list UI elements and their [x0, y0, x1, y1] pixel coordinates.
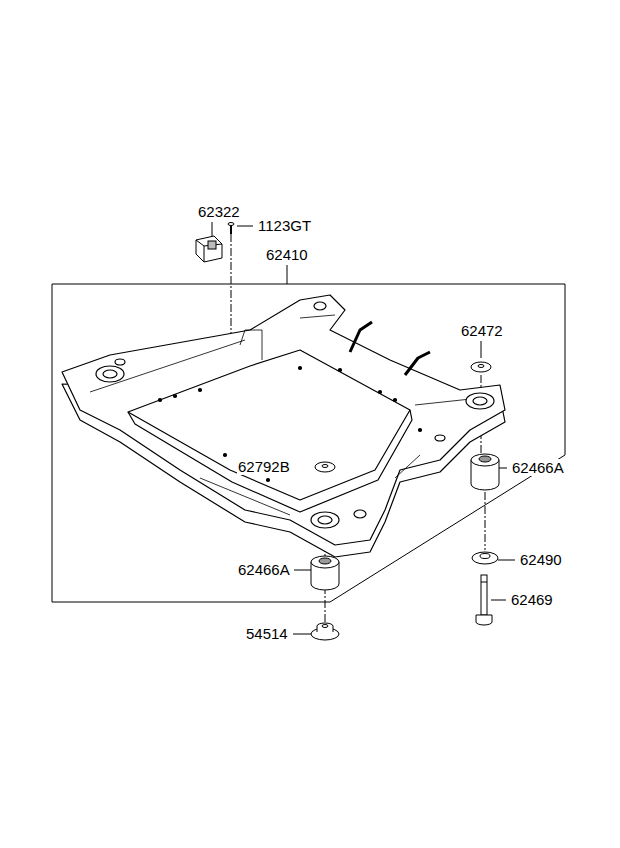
callout-number: 62490 — [519, 551, 563, 568]
callout-number: 54514 — [245, 625, 289, 642]
mount-parts — [311, 362, 499, 640]
callout-number: 62792B — [237, 458, 291, 475]
subframe — [62, 295, 505, 557]
callout-number: 62469 — [510, 591, 554, 608]
callout-number: 62322 — [197, 203, 241, 220]
callout-number: 62466A — [237, 561, 291, 578]
callout-number: 62466A — [511, 459, 565, 476]
bracket-part — [196, 223, 234, 263]
callout-number: 62410 — [265, 246, 309, 263]
callout-number: 1123GT — [257, 217, 312, 234]
group-outline — [52, 284, 565, 602]
callout-number: 62472 — [460, 322, 504, 339]
